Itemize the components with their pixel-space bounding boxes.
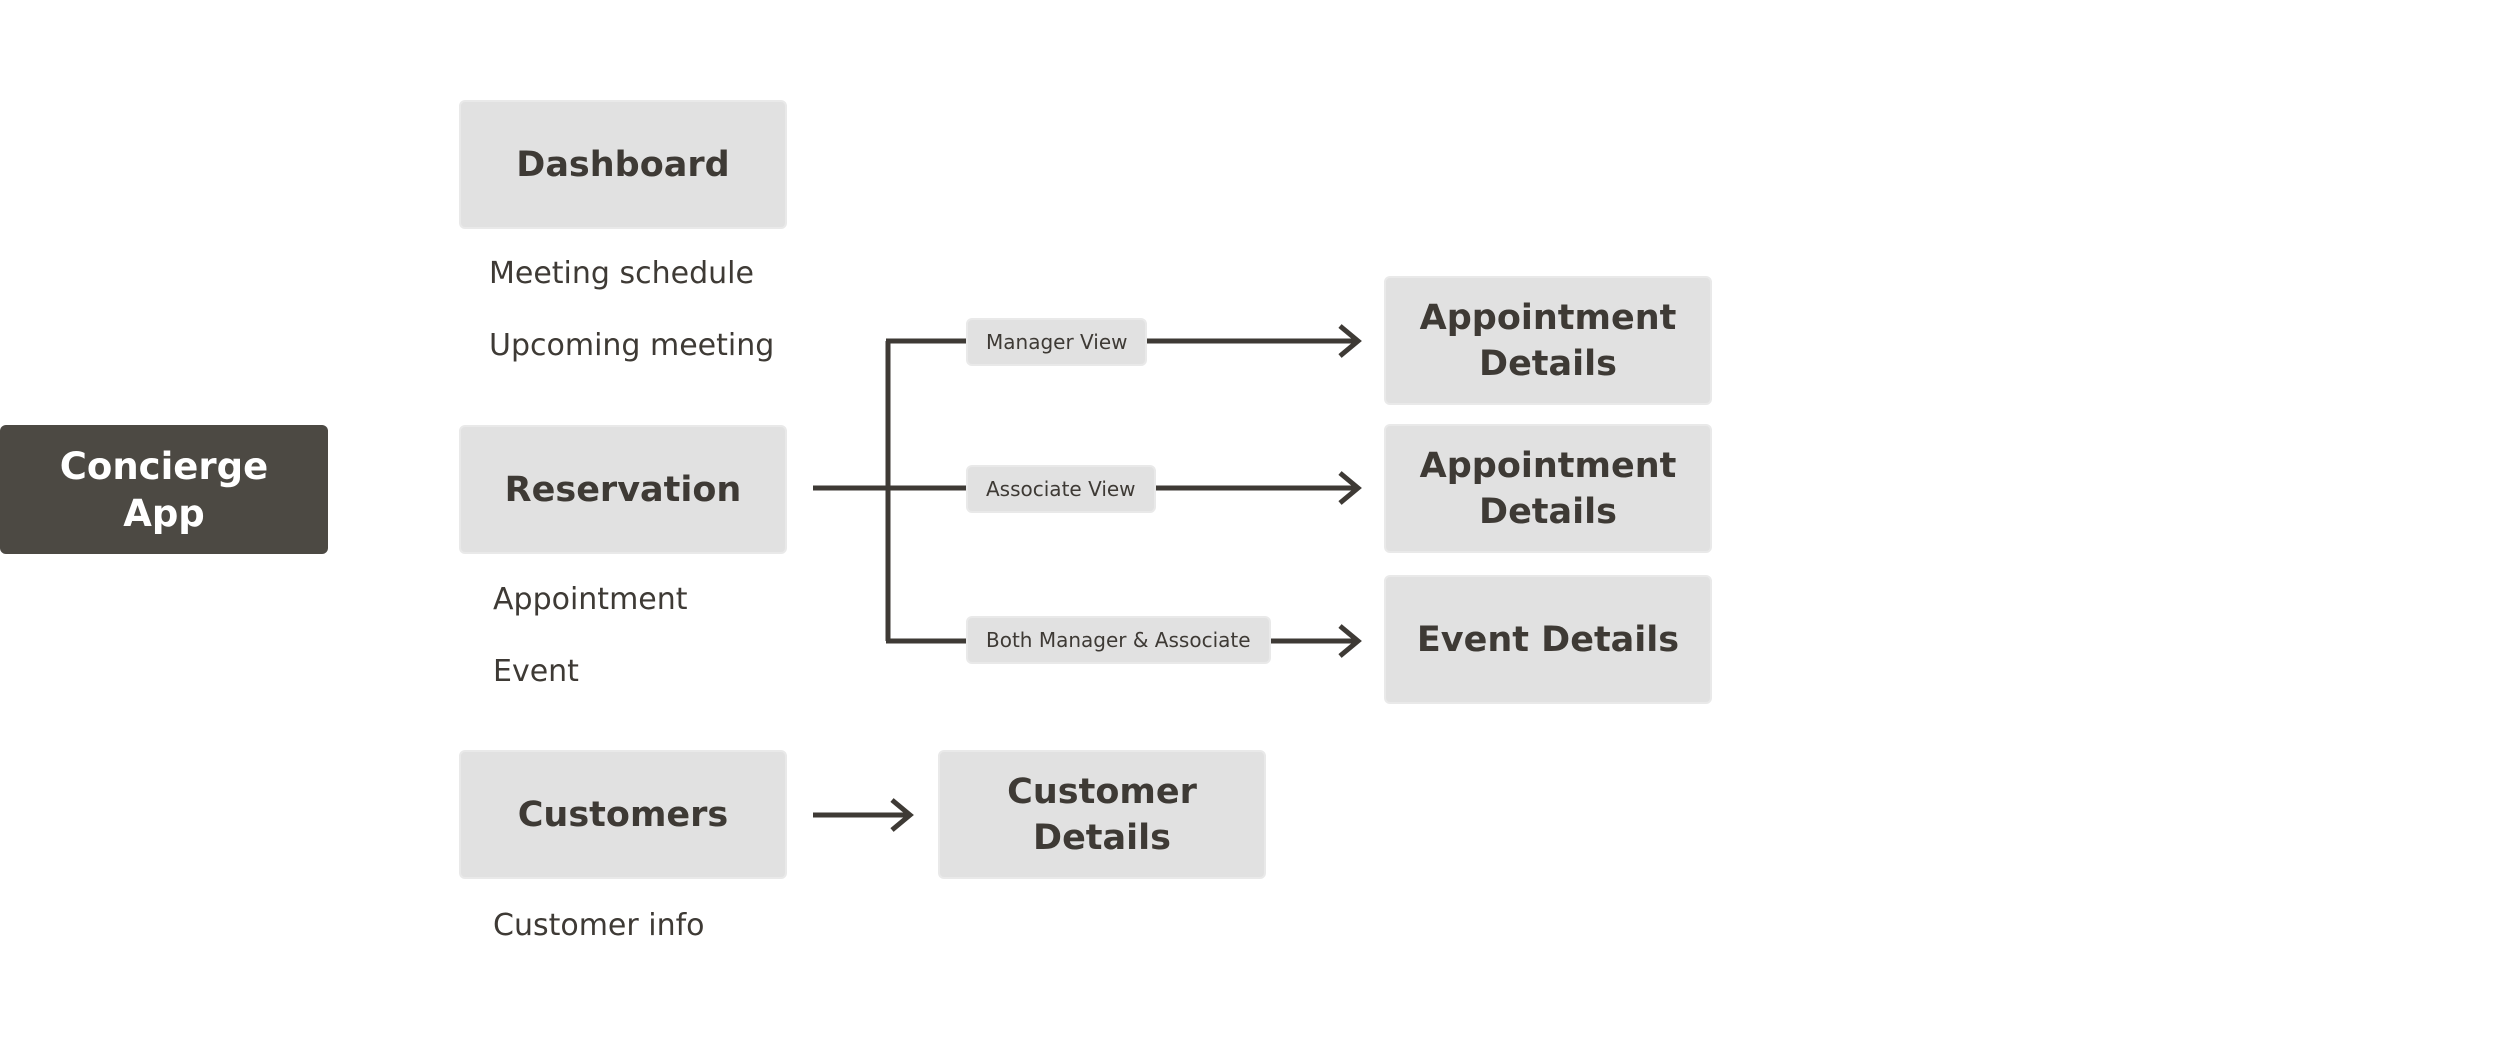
reservation-item-appointment: Appointment [493,582,688,617]
customers-item-customer-info: Customer info [493,908,705,943]
target-node-appointment-details-manager: Appointment Details [1384,276,1712,405]
target-node-appointment-details-associate: Appointment Details [1384,424,1712,553]
dashboard-item-meeting-schedule: Meeting schedule [489,256,754,291]
section-node-reservation: Reservation [459,425,787,554]
arrowhead-customers-icon [890,798,914,832]
root-node-concierge-app: Concierge App [0,425,328,554]
reservation-item-event: Event [493,654,579,689]
branch-label-associate-view: Associate View [966,465,1156,513]
branch-label-both-manager-associate: Both Manager & Associate [966,616,1271,664]
section-node-customers: Customers [459,750,787,879]
arrowhead-associate-icon [1338,471,1362,505]
target-node-customer-details: Customer Details [938,750,1266,879]
section-node-dashboard: Dashboard [459,100,787,229]
target-node-event-details: Event Details [1384,575,1712,704]
branch-label-manager-view: Manager View [966,318,1148,366]
dashboard-item-upcoming-meeting: Upcoming meeting [489,328,775,363]
arrowhead-manager-icon [1338,324,1362,358]
arrowhead-both-icon [1338,624,1362,658]
